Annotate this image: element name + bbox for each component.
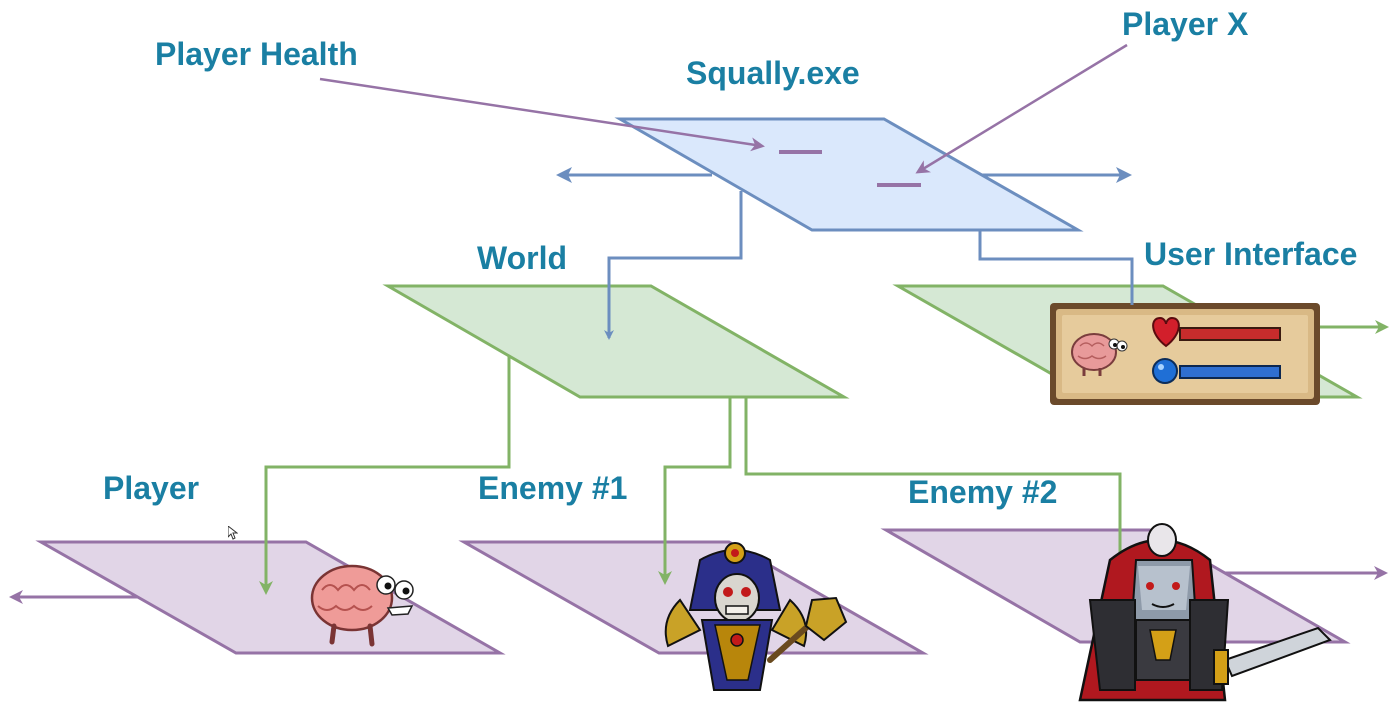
health-mana-panel (1050, 303, 1320, 405)
health-bar (1179, 327, 1281, 341)
user-interface-node (892, 284, 1389, 405)
user-interface-label: User Interface (1144, 236, 1358, 272)
edge-world-to-player (259, 355, 511, 595)
enemy-1-label: Enemy #1 (478, 470, 628, 506)
mouse-cursor-icon (228, 526, 238, 540)
player-x-label: Player X (1122, 6, 1249, 42)
player-label: Player (103, 470, 200, 506)
heart-icon (1152, 316, 1180, 348)
skeleton-lich-sprite (664, 542, 848, 691)
mana-bar (1179, 365, 1281, 379)
enemy-2-label: Enemy #2 (908, 474, 1058, 510)
player-health-label: Player Health (155, 36, 358, 72)
squally-exe-node (556, 117, 1132, 232)
mana-orb-icon (1152, 358, 1178, 384)
vampire-knight-sprite (1078, 523, 1332, 702)
edge-squally-to-ui (978, 230, 1134, 305)
squally-exe-label: Squally.exe (686, 55, 860, 91)
panel-brain-icon (1071, 333, 1128, 376)
player-x-pointer (915, 43, 1128, 174)
world-plane (382, 284, 850, 399)
squally-exe-plane (614, 117, 1084, 232)
player-health-pointer (319, 77, 765, 152)
player-node (9, 540, 506, 655)
edge-world-to-enemy-2 (744, 397, 1127, 589)
brain-sprite (310, 564, 414, 647)
player-plane (35, 540, 506, 655)
world-label: World (477, 240, 568, 276)
edge-world-to-enemy-1 (658, 397, 732, 585)
edge-squally-to-world (604, 191, 743, 340)
